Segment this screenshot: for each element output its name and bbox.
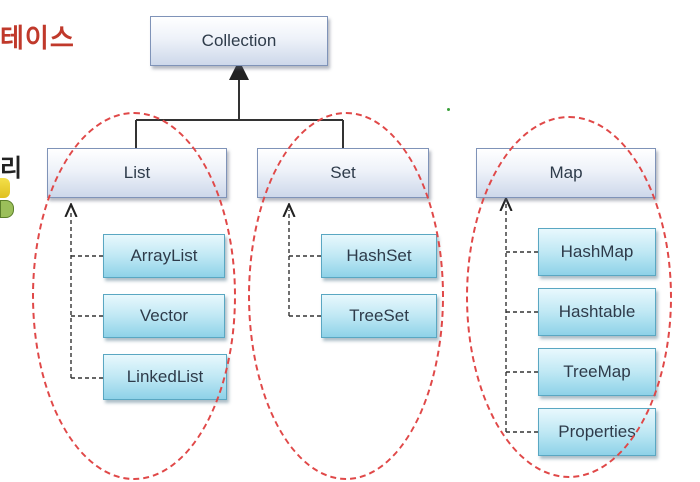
clip-icon bbox=[0, 200, 14, 218]
set-group-oval bbox=[248, 112, 444, 480]
stray-dot bbox=[447, 108, 450, 111]
heading-fragment: 테이스 bbox=[0, 24, 75, 54]
collection-box: Collection bbox=[150, 16, 328, 66]
list-group-oval bbox=[32, 112, 236, 480]
side-text-fragment: 리 bbox=[0, 154, 23, 182]
pencil-icon bbox=[0, 178, 10, 198]
map-group-oval bbox=[466, 116, 672, 478]
